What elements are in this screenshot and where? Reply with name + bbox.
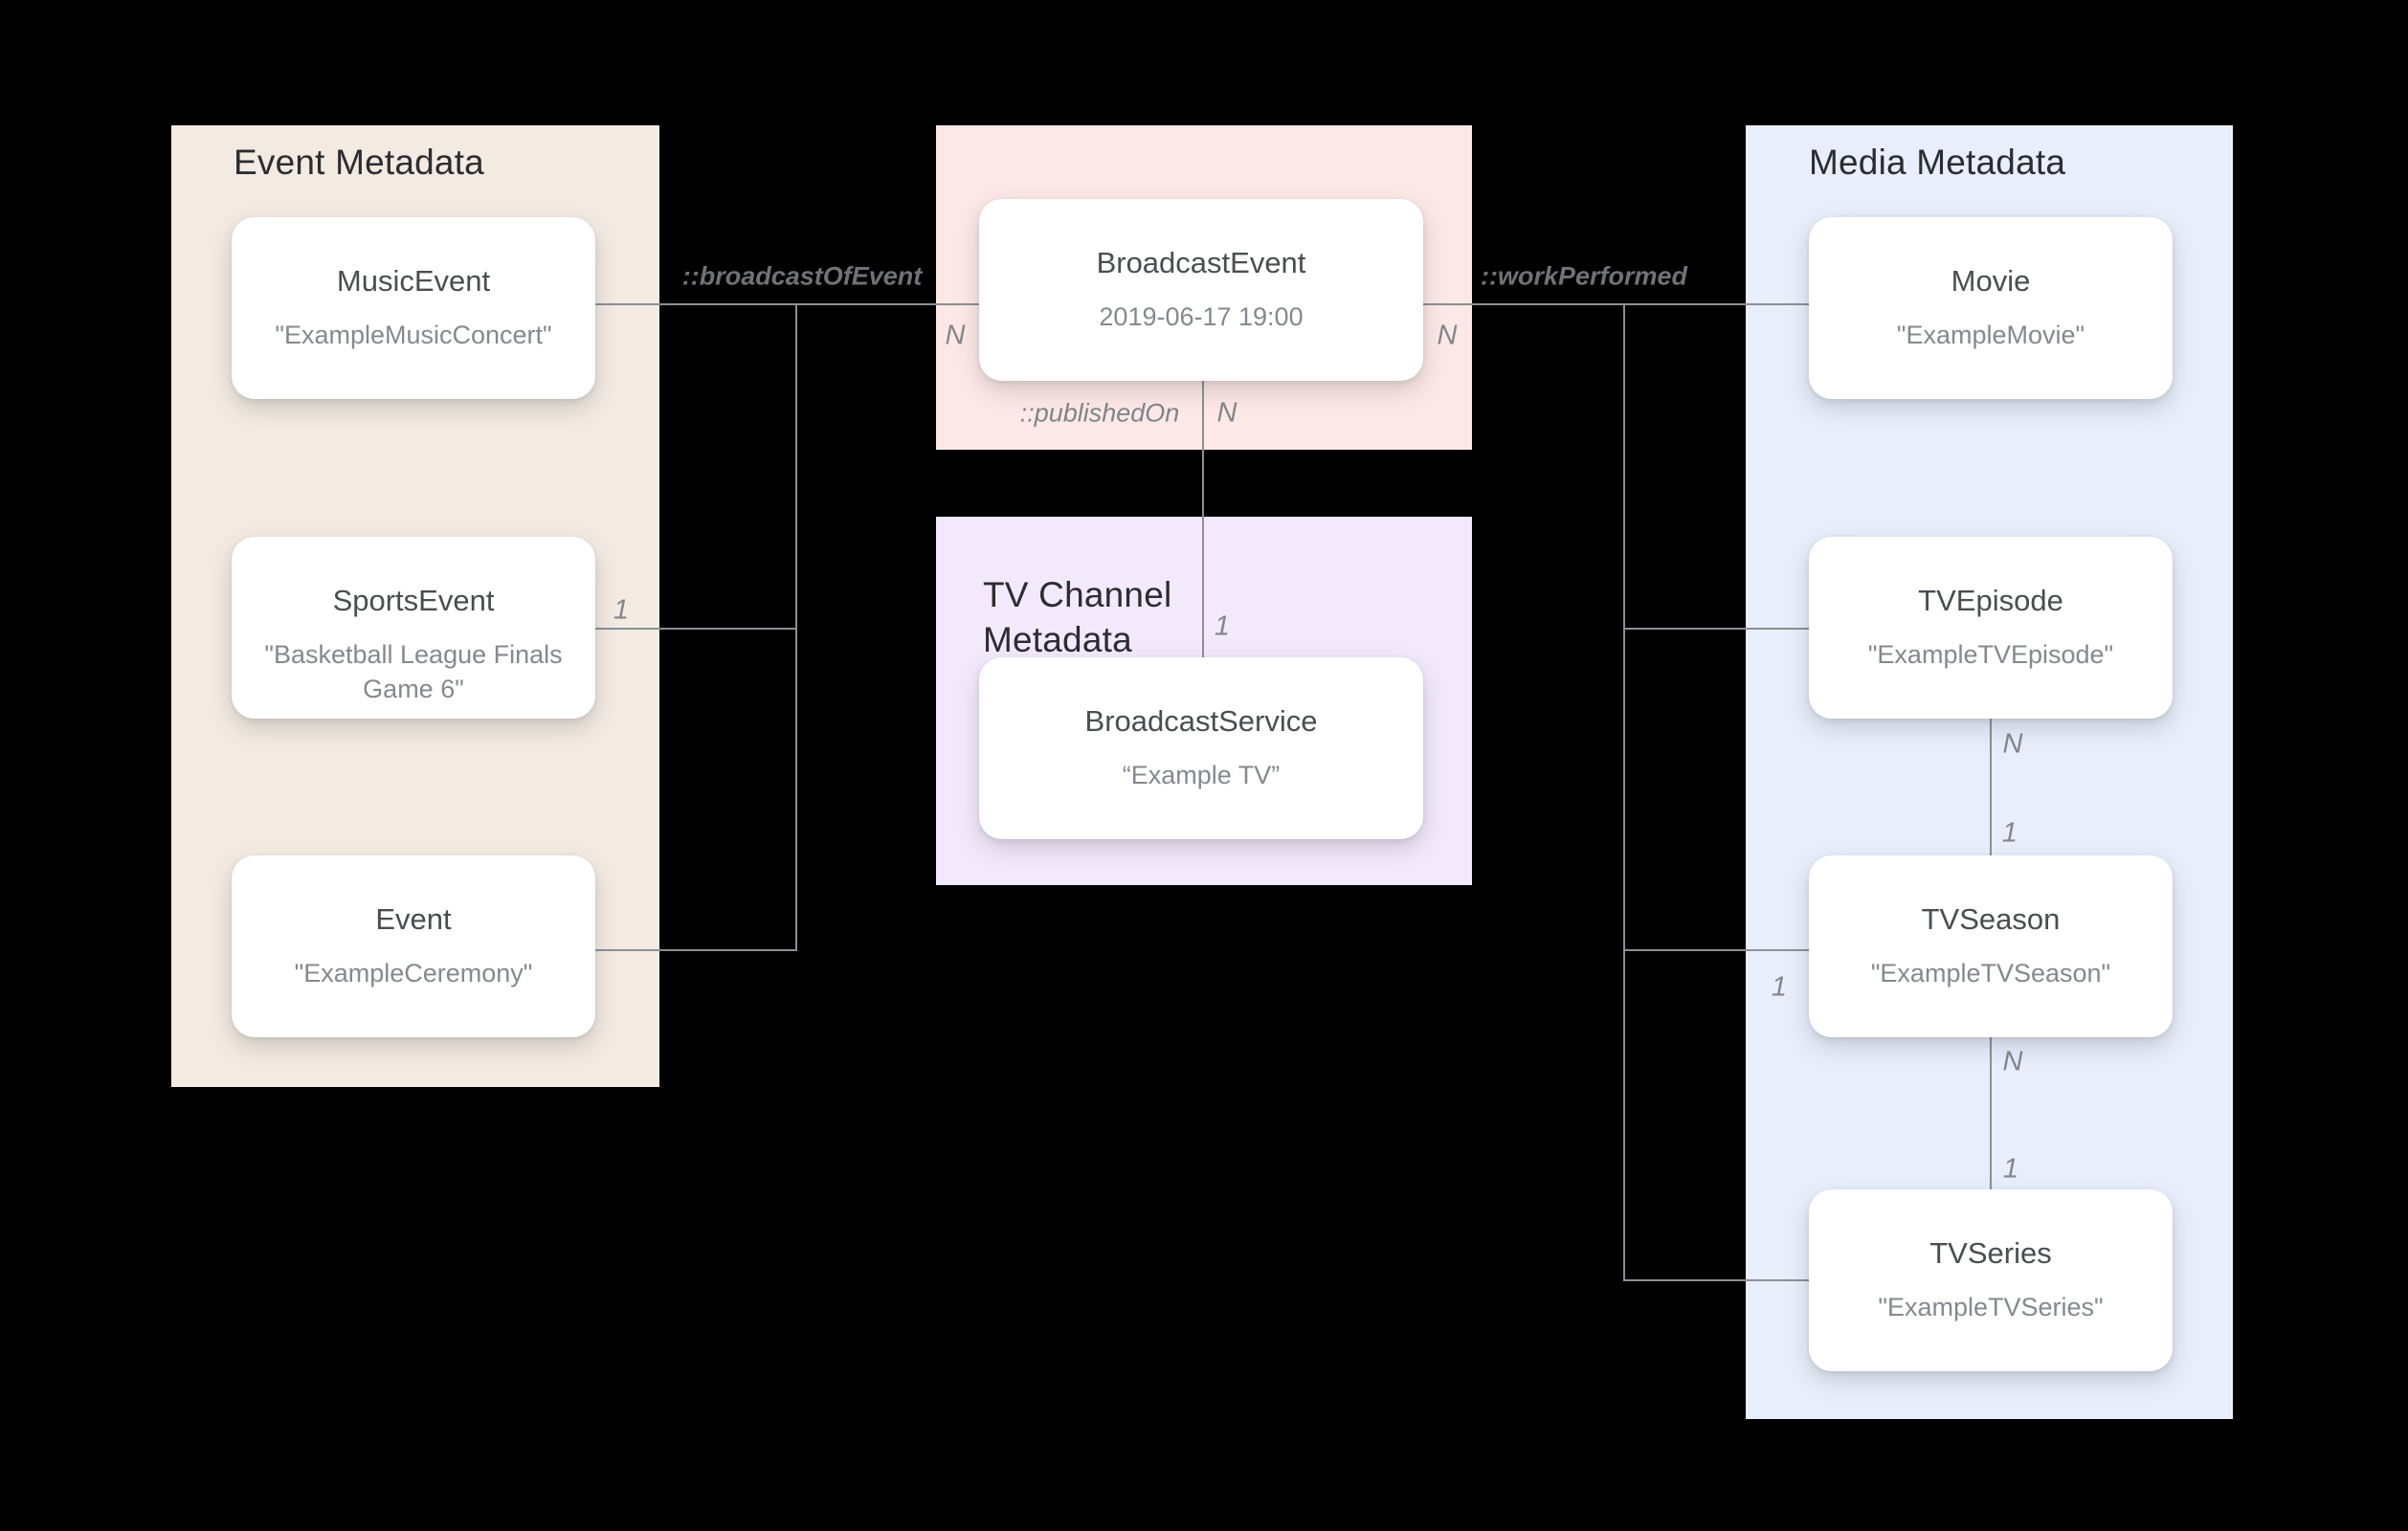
node-tvepisode: TVEpisode "ExampleTVEpisode" — [1809, 537, 2173, 719]
node-title: TVSeason — [1921, 902, 2061, 937]
cardinality-broadcastofevent-n: N — [945, 320, 966, 351]
node-value: "ExampleTVSeries" — [1878, 1292, 2104, 1321]
cardinality-sportsevent-1: 1 — [613, 594, 630, 626]
workperformed-label: ::workPerformed — [1480, 261, 1688, 291]
node-tvseason: TVSeason "ExampleTVSeason" — [1809, 855, 2173, 1037]
node-value: "ExampleCeremony" — [294, 958, 533, 987]
media-metadata-title: Media Metadata — [1809, 143, 2066, 182]
node-title: BroadcastEvent — [1096, 246, 1306, 280]
edge-event-stub — [595, 949, 797, 951]
node-title: TVEpisode — [1918, 584, 2063, 618]
node-value: "ExampleMovie" — [1896, 320, 2085, 349]
node-broadcastevent: BroadcastEvent 2019-06-17 19:00 — [979, 199, 1423, 381]
cardinality-season-series-1: 1 — [2002, 1153, 2019, 1185]
node-title: TVSeries — [1929, 1236, 2052, 1271]
edge-publishedon-line — [1202, 381, 1204, 657]
cardinality-episode-season-1: 1 — [2001, 817, 2018, 849]
edge-tvseason-stub — [1624, 949, 1809, 951]
node-event: Event "ExampleCeremony" — [232, 855, 595, 1037]
event-metadata-title: Event Metadata — [234, 143, 484, 182]
edge-broadcastofevent-line — [595, 303, 979, 305]
edge-episode-season-line — [1990, 719, 1992, 855]
edge-sportsevent-stub — [595, 628, 797, 630]
publishedon-label: ::publishedOn — [1019, 398, 1180, 428]
node-broadcastservice: BroadcastService “Example TV” — [979, 657, 1423, 839]
node-title: SportsEvent — [332, 584, 495, 618]
cardinality-season-series-n: N — [2002, 1046, 2023, 1077]
node-musicevent: MusicEvent "ExampleMusicConcert" — [232, 217, 595, 399]
cardinality-workperformed-n: N — [1437, 320, 1458, 351]
node-tvseries: TVSeries "ExampleTVSeries" — [1809, 1189, 2173, 1371]
broadcastofevent-label: ::broadcastOfEvent — [681, 261, 923, 291]
node-title: Movie — [1951, 264, 2031, 299]
node-value: "ExampleTVEpisode" — [1867, 639, 2114, 669]
cardinality-publishedon-1: 1 — [1214, 610, 1231, 642]
node-value: "Basketball League Finals Game 6" — [264, 639, 563, 703]
edge-workperformed-line — [1423, 303, 1809, 305]
edge-season-series-line — [1990, 1037, 1992, 1189]
node-value: "ExampleTVSeason" — [1870, 958, 2111, 987]
edge-tvepisode-stub — [1624, 628, 1809, 630]
node-title: Event — [375, 902, 452, 937]
node-title: MusicEvent — [336, 264, 491, 299]
node-movie: Movie "ExampleMovie" — [1809, 217, 2173, 399]
cardinality-tvseason-1: 1 — [1771, 971, 1788, 1003]
node-value: 2019-06-17 19:00 — [1099, 301, 1304, 331]
edge-tvseries-stub — [1624, 1279, 1809, 1281]
node-title: BroadcastService — [1084, 704, 1318, 739]
edge-media-branch-line — [1623, 303, 1625, 1281]
tv-channel-metadata-title: TV Channel Metadata — [983, 575, 1172, 659]
cardinality-publishedon-n: N — [1216, 397, 1237, 429]
node-value: "ExampleMusicConcert" — [275, 320, 552, 349]
cardinality-episode-season-n: N — [2002, 728, 2023, 760]
node-value: “Example TV” — [1122, 760, 1281, 789]
node-sportsevent: SportsEvent "Basketball League Finals Ga… — [232, 537, 595, 719]
edge-event-branch-line — [795, 303, 797, 951]
